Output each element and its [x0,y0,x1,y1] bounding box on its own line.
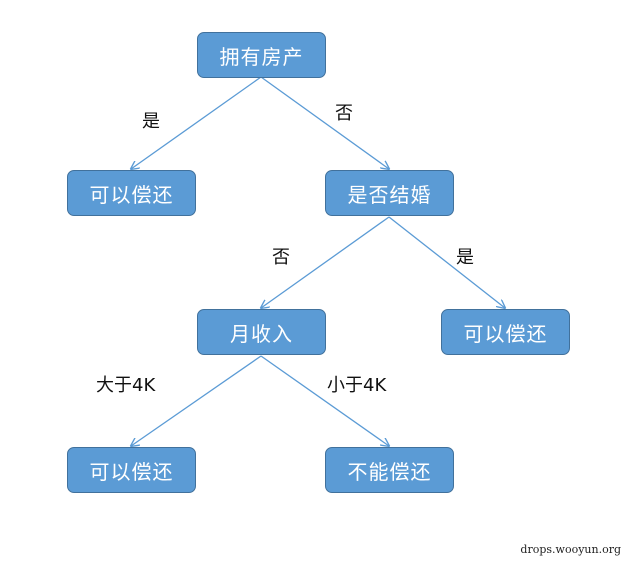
node-can-repay-property: 可以偿还 [67,170,196,216]
edge-income-low [260,355,389,446]
watermark: drops.wooyun.org [520,543,621,556]
edge-label-root-no: 否 [335,103,353,124]
edge-label-income-high: 大于4K [96,375,156,396]
node-can-repay-income: 可以偿还 [67,447,196,493]
node-owns-property: 拥有房产 [197,32,326,78]
edge-label-income-low: 小于4K [327,375,387,396]
edge-married-yes [388,216,505,308]
edge-married-no [261,216,390,308]
edge-label-married-yes: 是 [456,247,474,268]
edge-root-no [260,76,389,169]
node-is-married: 是否结婚 [325,170,454,216]
edge-root-yes [131,76,262,169]
edge-label-married-no: 否 [272,247,290,268]
edge-label-root-yes: 是 [142,111,160,132]
edge-income-high [131,355,262,446]
node-cannot-repay: 不能偿还 [325,447,454,493]
node-monthly-income: 月收入 [197,309,326,355]
node-can-repay-married: 可以偿还 [441,309,570,355]
